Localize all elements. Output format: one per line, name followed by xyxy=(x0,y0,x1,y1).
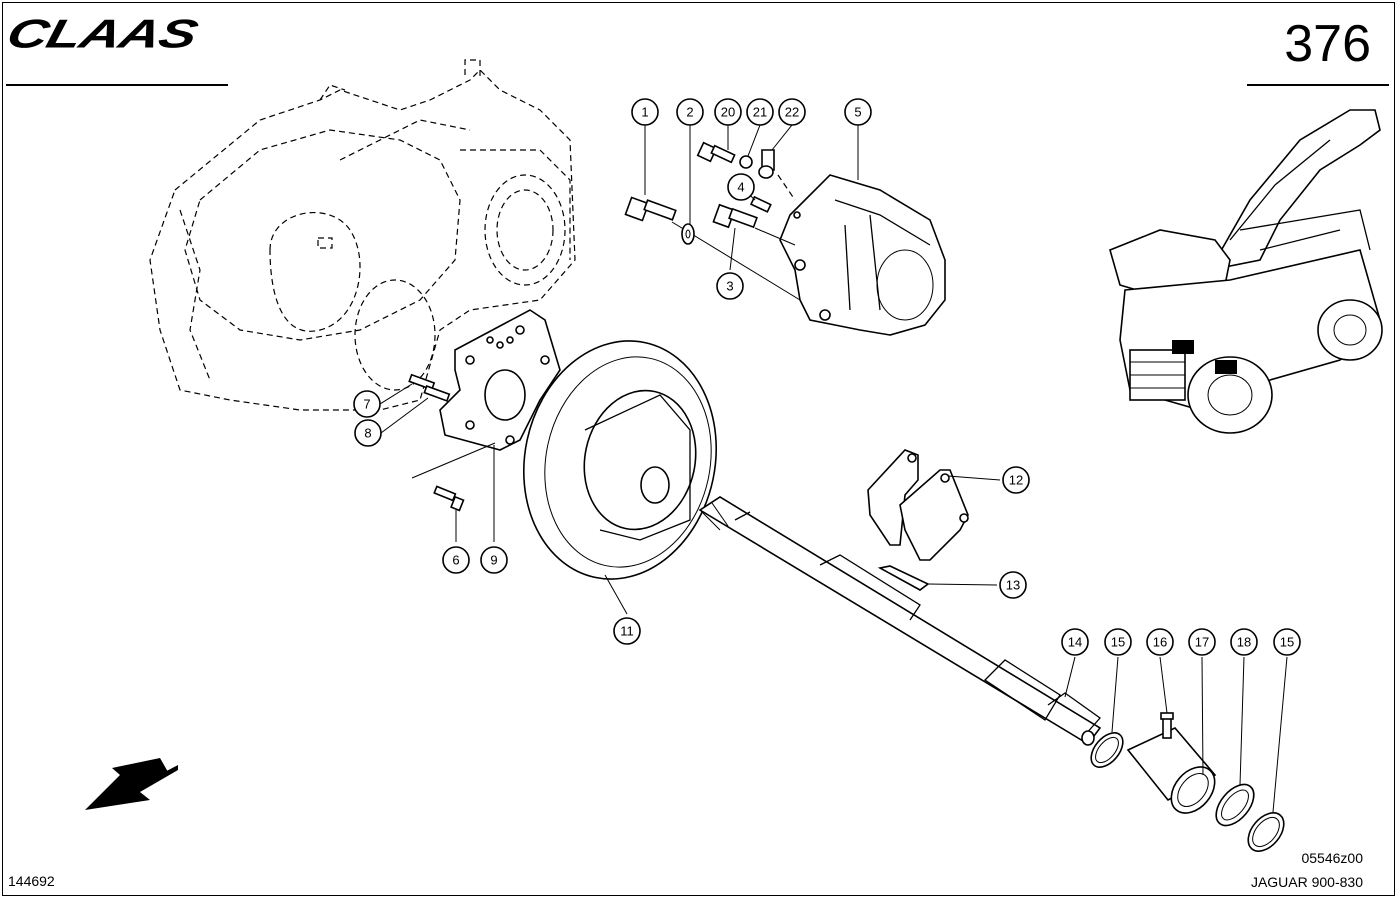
svg-text:9: 9 xyxy=(490,553,497,568)
svg-text:22: 22 xyxy=(785,105,799,120)
page-number: 376 xyxy=(1284,15,1371,73)
caliper-bolts xyxy=(624,196,801,301)
svg-text:16: 16 xyxy=(1153,635,1167,650)
svg-text:18: 18 xyxy=(1237,635,1251,650)
harvester-illustration xyxy=(1109,109,1383,434)
logo-underline xyxy=(6,84,228,86)
callout-18: 18 xyxy=(1230,628,1258,656)
svg-text:17: 17 xyxy=(1195,635,1209,650)
callout-4: 4 xyxy=(727,173,755,201)
svg-text:5: 5 xyxy=(854,105,861,120)
gearbox-housing xyxy=(149,59,576,411)
callout-8: 8 xyxy=(354,419,382,447)
callout-11: 11 xyxy=(613,617,641,645)
dowel-pins xyxy=(408,373,451,402)
bearing-parts xyxy=(1090,712,1285,852)
bleeder-banjo-parts xyxy=(696,141,796,213)
callout-16: 16 xyxy=(1146,628,1174,656)
callout-20: 20 xyxy=(714,98,742,126)
svg-text:14: 14 xyxy=(1068,635,1082,650)
reference-code: 05546z00 xyxy=(1301,850,1363,866)
svg-text:21: 21 xyxy=(753,105,767,120)
svg-text:2: 2 xyxy=(686,105,693,120)
callout-15-right: 15 xyxy=(1273,628,1301,656)
adapter-plate xyxy=(439,309,561,451)
drawing-id: 144692 xyxy=(8,873,55,889)
svg-text:12: 12 xyxy=(1009,473,1023,488)
callout-12: 12 xyxy=(1002,466,1030,494)
svg-text:8: 8 xyxy=(364,426,371,441)
svg-text:4: 4 xyxy=(737,180,744,195)
brake-caliper xyxy=(779,174,946,336)
callout-6: 6 xyxy=(442,546,470,574)
callout-13: 13 xyxy=(999,571,1027,599)
callout-15-left: 15 xyxy=(1104,628,1132,656)
callout-5: 5 xyxy=(844,98,872,126)
svg-text:11: 11 xyxy=(620,624,634,639)
key xyxy=(877,565,930,591)
callout-14: 14 xyxy=(1061,628,1089,656)
callout-1: 1 xyxy=(631,98,659,126)
brake-pads xyxy=(867,449,969,561)
svg-text:15: 15 xyxy=(1111,635,1125,650)
callout-9: 9 xyxy=(480,546,508,574)
svg-text:1: 1 xyxy=(641,105,648,120)
callout-21: 21 xyxy=(746,98,774,126)
callout-17: 17 xyxy=(1188,628,1216,656)
svg-text:13: 13 xyxy=(1006,578,1020,593)
svg-text:3: 3 xyxy=(726,279,733,294)
svg-text:15: 15 xyxy=(1280,635,1294,650)
drive-shaft xyxy=(698,496,1102,746)
callout-22: 22 xyxy=(778,98,806,126)
callout-3: 3 xyxy=(716,272,744,300)
bolt-6 xyxy=(411,442,496,512)
svg-text:20: 20 xyxy=(721,105,735,120)
page-number-underline xyxy=(1247,84,1389,86)
direction-arrow-icon xyxy=(85,758,178,810)
svg-text:7: 7 xyxy=(363,397,370,412)
brake-disc xyxy=(522,340,718,580)
model-name: JAGUAR 900-830 xyxy=(1250,874,1363,890)
leader-lines xyxy=(379,124,1288,813)
callout-2: 2 xyxy=(676,98,704,126)
svg-text:6: 6 xyxy=(452,553,459,568)
callout-7: 7 xyxy=(353,390,381,418)
